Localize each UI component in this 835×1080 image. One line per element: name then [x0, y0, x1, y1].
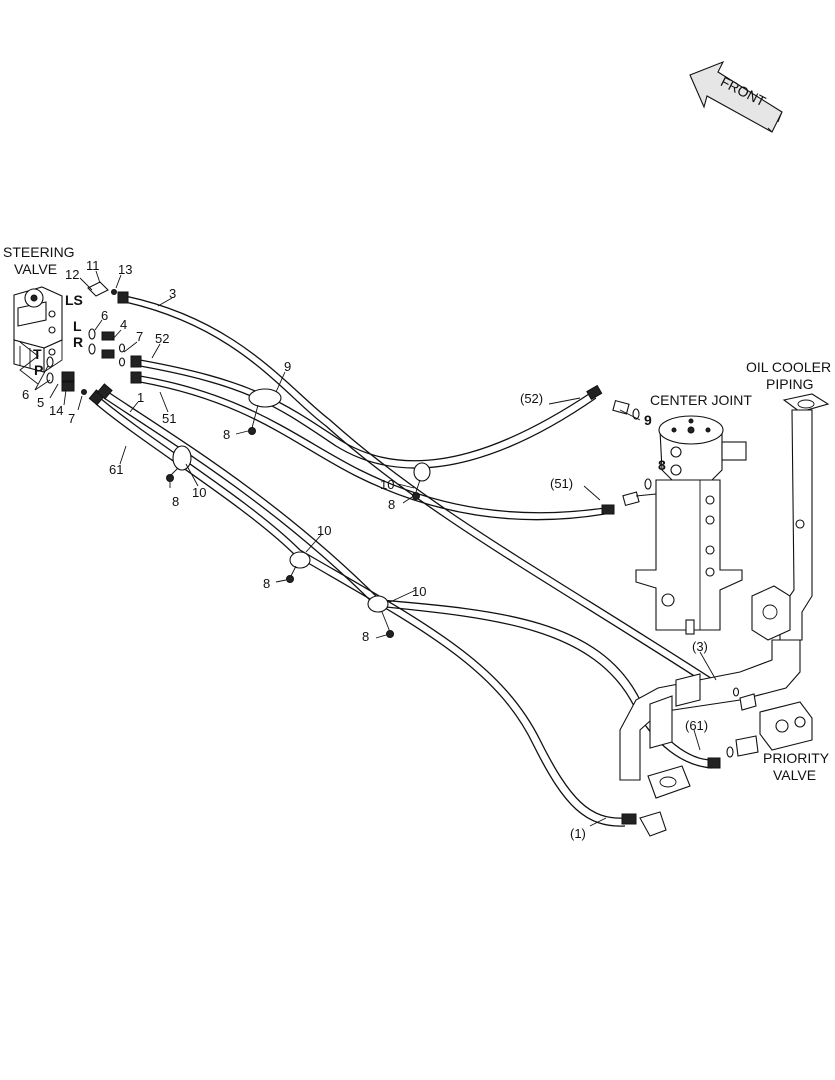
hose-61	[107, 391, 713, 761]
callout-14: 14	[49, 403, 63, 418]
port-fittings	[19, 281, 126, 395]
clamp-10-mid	[289, 551, 311, 569]
oil-cooler-title-line1: OIL COOLER	[746, 359, 831, 375]
clamps	[169, 388, 431, 633]
callout-10-mid: 10	[317, 523, 331, 538]
callout-3: 3	[169, 286, 176, 301]
callout-12: 12	[65, 267, 79, 282]
steering-valve	[13, 286, 63, 373]
callout-10-left: 10	[192, 485, 206, 500]
callout-numbers: 12 11 13 3 6 4 7 52 6 5 14 7 1 51 61 9 8…	[22, 258, 708, 841]
callout-6-bottom: 6	[22, 387, 29, 402]
hose-fittings	[88, 291, 730, 825]
priority-valve-title-line1: PRIORITY	[763, 750, 830, 766]
port-r: R	[73, 334, 83, 350]
callout-6-top: 6	[101, 308, 108, 323]
priority-valve	[639, 687, 813, 837]
callout-ref-51: (51)	[550, 476, 573, 491]
port-ls: LS	[65, 292, 83, 308]
oil-cooler-piping	[619, 393, 830, 799]
callout-ref-1: (1)	[570, 826, 586, 841]
callout-center-joint-9: 9	[644, 412, 652, 428]
callout-center-joint-8: 8	[658, 457, 666, 473]
bolts	[166, 427, 420, 639]
steering-valve-title-line1: STEERING	[3, 244, 75, 260]
callout-8-clamp9: 8	[223, 427, 230, 442]
callout-8-left: 8	[172, 494, 179, 509]
callout-7-top: 7	[136, 329, 143, 344]
callout-8-low: 8	[362, 629, 369, 644]
hose-3	[124, 295, 721, 685]
callout-61: 61	[109, 462, 123, 477]
callout-5: 5	[37, 395, 44, 410]
steering-valve-title-line2: VALVE	[14, 261, 57, 277]
front-arrow-icon: FRONT	[689, 60, 783, 133]
hose-1	[99, 397, 626, 819]
callout-52: 52	[155, 331, 169, 346]
callout-51: 51	[162, 411, 176, 426]
callout-11: 11	[86, 258, 100, 273]
callout-13: 13	[118, 262, 132, 277]
titles: STEERING VALVE OIL COOLER PIPING CENTER …	[3, 244, 831, 783]
callout-7-bottom: 7	[68, 411, 75, 426]
port-t: T	[33, 346, 42, 362]
hose-51	[139, 375, 606, 514]
callout-9: 9	[284, 359, 291, 374]
callout-8-center: 8	[388, 497, 395, 512]
port-l: L	[73, 318, 82, 334]
callout-1: 1	[137, 390, 144, 405]
port-p: P	[34, 362, 43, 378]
callout-ref-61: (61)	[685, 718, 708, 733]
center-joint	[612, 399, 747, 635]
center-joint-title: CENTER JOINT	[650, 392, 752, 408]
port-labels: LS L R T P	[33, 292, 83, 378]
callout-leaders	[34, 270, 717, 827]
clamp-10-left	[172, 445, 192, 471]
callout-ref-52: (52)	[520, 391, 543, 406]
callout-4: 4	[120, 317, 127, 332]
clamp-9	[248, 388, 282, 408]
hose-52	[139, 359, 593, 462]
priority-valve-title-line2: VALVE	[773, 767, 816, 783]
clamp-10-center	[413, 462, 431, 482]
callout-10-low: 10	[412, 584, 426, 599]
callout-10-center: 10	[380, 477, 394, 492]
clamp-10-low	[367, 595, 389, 613]
oil-cooler-title-line2: PIPING	[766, 376, 813, 392]
callout-ref-3: (3)	[692, 639, 708, 654]
callout-8-mid: 8	[263, 576, 270, 591]
